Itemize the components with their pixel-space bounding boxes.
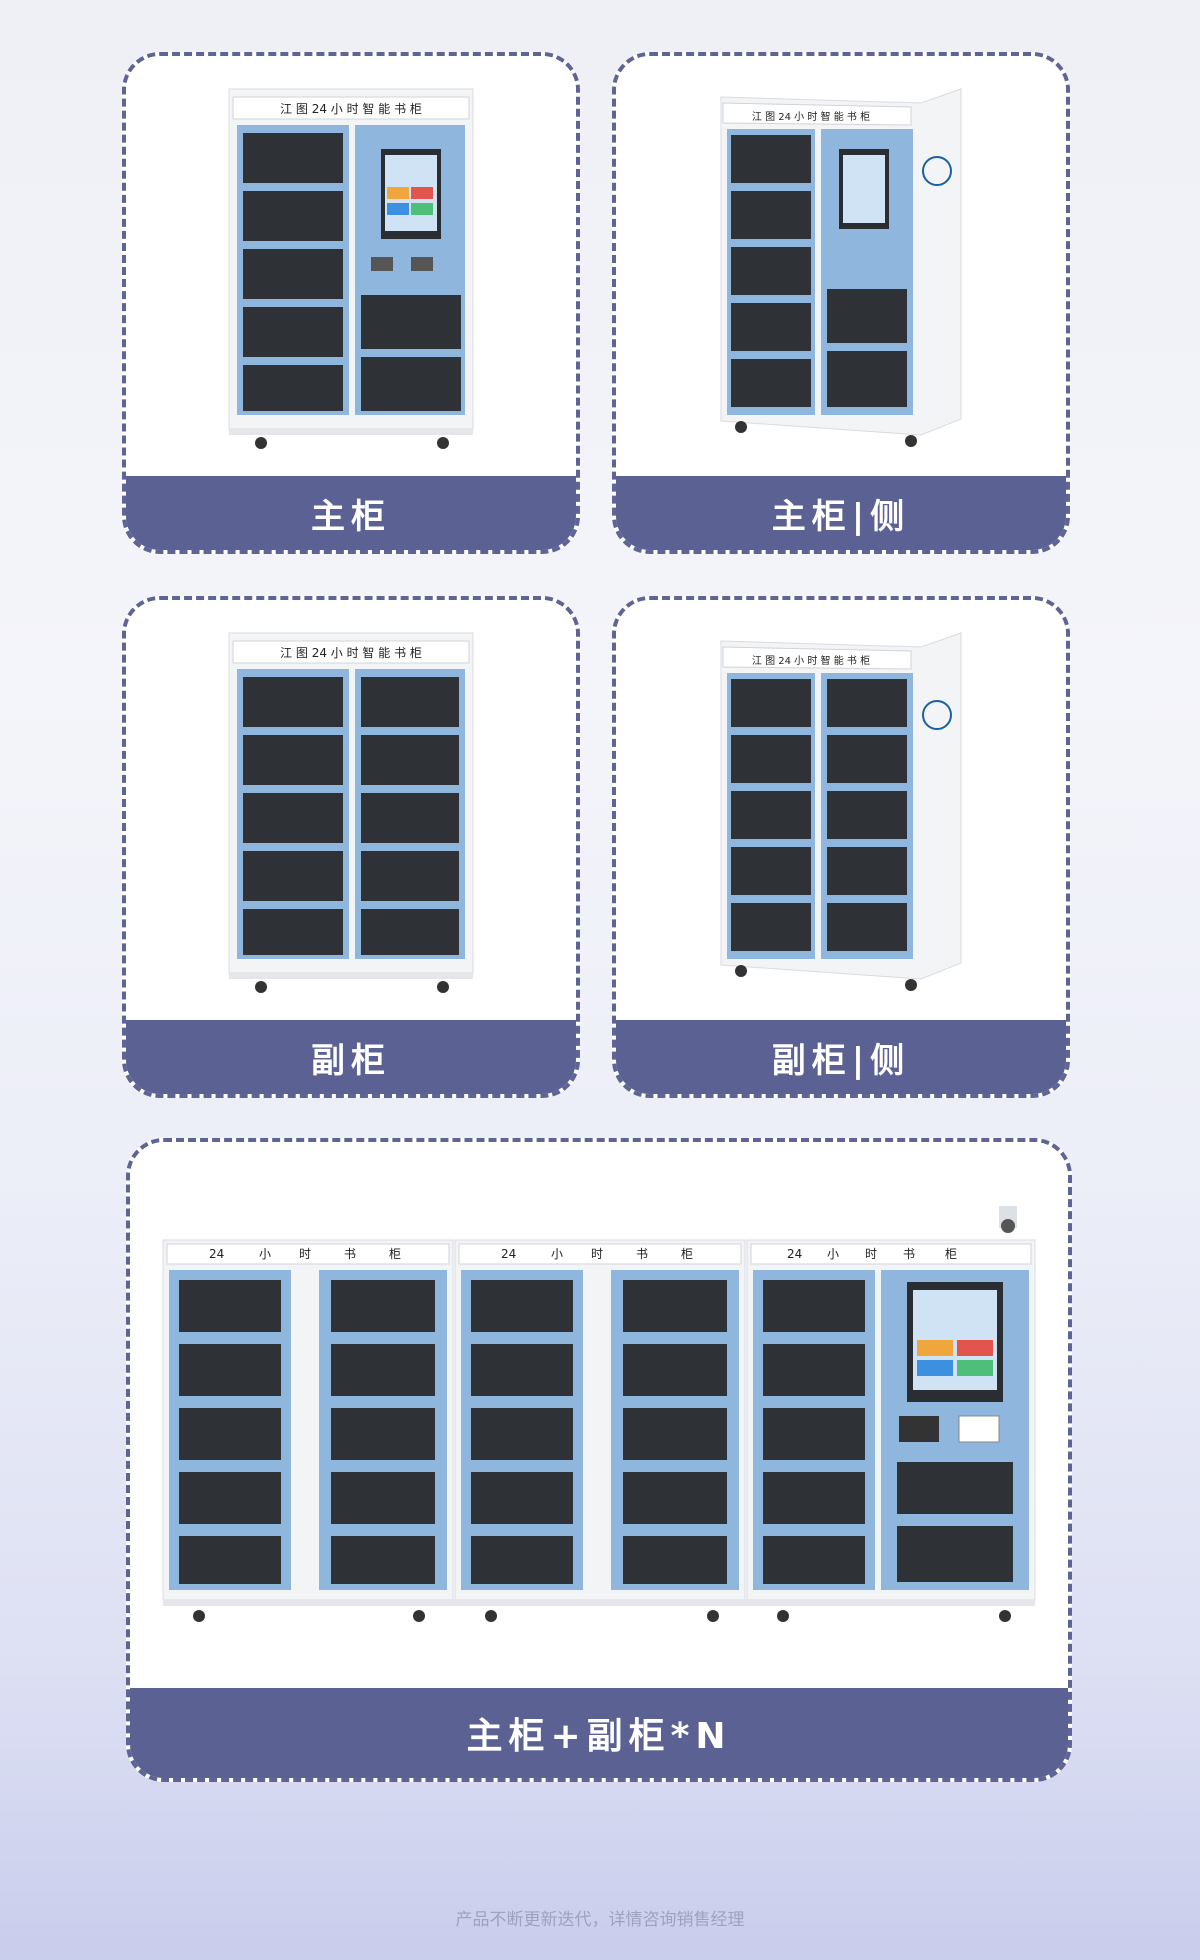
sub-cabinet-side-image: 江 图 24 小 时 智 能 书 柜 [616,600,1066,1026]
unit2-header-shu: 书 [636,1247,648,1261]
sub-side-header-text: 江 图 24 小 时 智 能 书 柜 [752,654,870,667]
combined-cabinet-label: 主柜+副柜*N [130,1688,1068,1778]
main-cabinet-side-illustration: 江 图 24 小 时 智 能 书 柜 [720,88,962,447]
camera-icon [1001,1219,1015,1233]
brand-logo-icon-2 [922,700,952,730]
unit3-header-24: 24 [787,1247,802,1261]
sub-cabinet-front-illustration: 江 图 24 小 时 智 能 书 柜 [228,632,474,993]
brand-logo-icon [922,156,952,186]
sub-cabinet-header-text: 江 图 24 小 时 智 能 书 柜 [280,645,422,660]
unit1-header-gui: 柜 [389,1247,401,1261]
card-sub-cabinet-side: 江 图 24 小 时 智 能 书 柜 副柜|侧 [612,596,1070,1098]
unit2-header-xiao: 小 [551,1247,563,1261]
unit3-header-shi: 时 [865,1247,877,1261]
sub-cabinet-side-label: 副柜|侧 [616,1020,1066,1094]
main-cabinet-side-image: 江 图 24 小 时 智 能 书 柜 [616,56,1066,482]
card-reader [899,1416,939,1442]
main-cabinet-label: 主柜 [126,476,576,550]
unit3-header-xiao: 小 [827,1247,839,1261]
card-main-cabinet-side: 江 图 24 小 时 智 能 书 柜 主柜|侧 [612,52,1070,554]
unit3-header-gui: 柜 [945,1247,957,1261]
main-cabinet-header-text: 江 图 24 小 时 智 能 书 柜 [280,101,422,116]
sub-cabinet-image: 江 图 24 小 时 智 能 书 柜 [126,600,576,1026]
sub-cabinet-side-illustration: 江 图 24 小 时 智 能 书 柜 [720,632,962,991]
combined-cabinet-image: 24 小 时 书 柜 24 小 时 书 柜 24 小 时 书 柜 [130,1142,1068,1688]
main-cabinet-front-illustration: 江 图 24 小 时 智 能 书 柜 [228,88,474,449]
unit2-header-24: 24 [501,1247,516,1261]
unit3-header-shu: 书 [903,1247,915,1261]
unit2-header-shi: 时 [591,1247,603,1261]
footer-note: 产品不断更新迭代，详情咨询销售经理 [455,1910,745,1930]
unit1-header-shu: 书 [344,1247,356,1261]
unit1-header-24: 24 [209,1247,224,1261]
card-main-cabinet: 江 图 24 小 时 智 能 书 柜 [122,52,580,554]
unit2-header-gui: 柜 [681,1247,693,1261]
card-sub-cabinet: 江 图 24 小 时 智 能 书 柜 副柜 [122,596,580,1098]
main-side-header-text: 江 图 24 小 时 智 能 书 柜 [752,110,870,123]
combined-cabinet-illustration: 24 小 时 书 柜 24 小 时 书 柜 24 小 时 书 柜 [162,1206,1036,1622]
sub-cabinet-label: 副柜 [126,1020,576,1094]
main-cabinet-side-label: 主柜|侧 [616,476,1066,550]
unit1-header-xiao: 小 [259,1247,271,1261]
card-combined-cabinet: 24 小 时 书 柜 24 小 时 书 柜 24 小 时 书 柜 [126,1138,1072,1782]
unit1-header-shi: 时 [299,1247,311,1261]
main-cabinet-image: 江 图 24 小 时 智 能 书 柜 [126,56,576,482]
